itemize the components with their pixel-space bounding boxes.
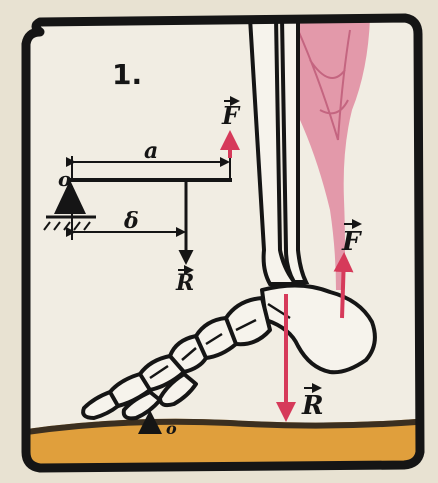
- lever-load-label: R: [175, 270, 194, 296]
- foot-force-letter: F: [341, 227, 362, 257]
- lever-arm-b-label: δ: [123, 208, 139, 234]
- foot-load-label: R: [301, 388, 324, 421]
- lever-load-letter: R: [175, 270, 194, 296]
- lever-force-letter: F: [221, 101, 241, 130]
- foot-force-label: F: [341, 224, 362, 257]
- lever-force-label: F: [221, 101, 241, 130]
- lever-arm-a-label: a: [144, 138, 158, 164]
- foot-force-arrow: [342, 256, 344, 318]
- figure-number: 1.: [112, 58, 142, 91]
- foot-pivot-label: o: [166, 419, 177, 438]
- foot-load-letter: R: [301, 391, 324, 421]
- lever-pivot-label: o: [58, 167, 71, 191]
- frame-interior: [26, 18, 420, 468]
